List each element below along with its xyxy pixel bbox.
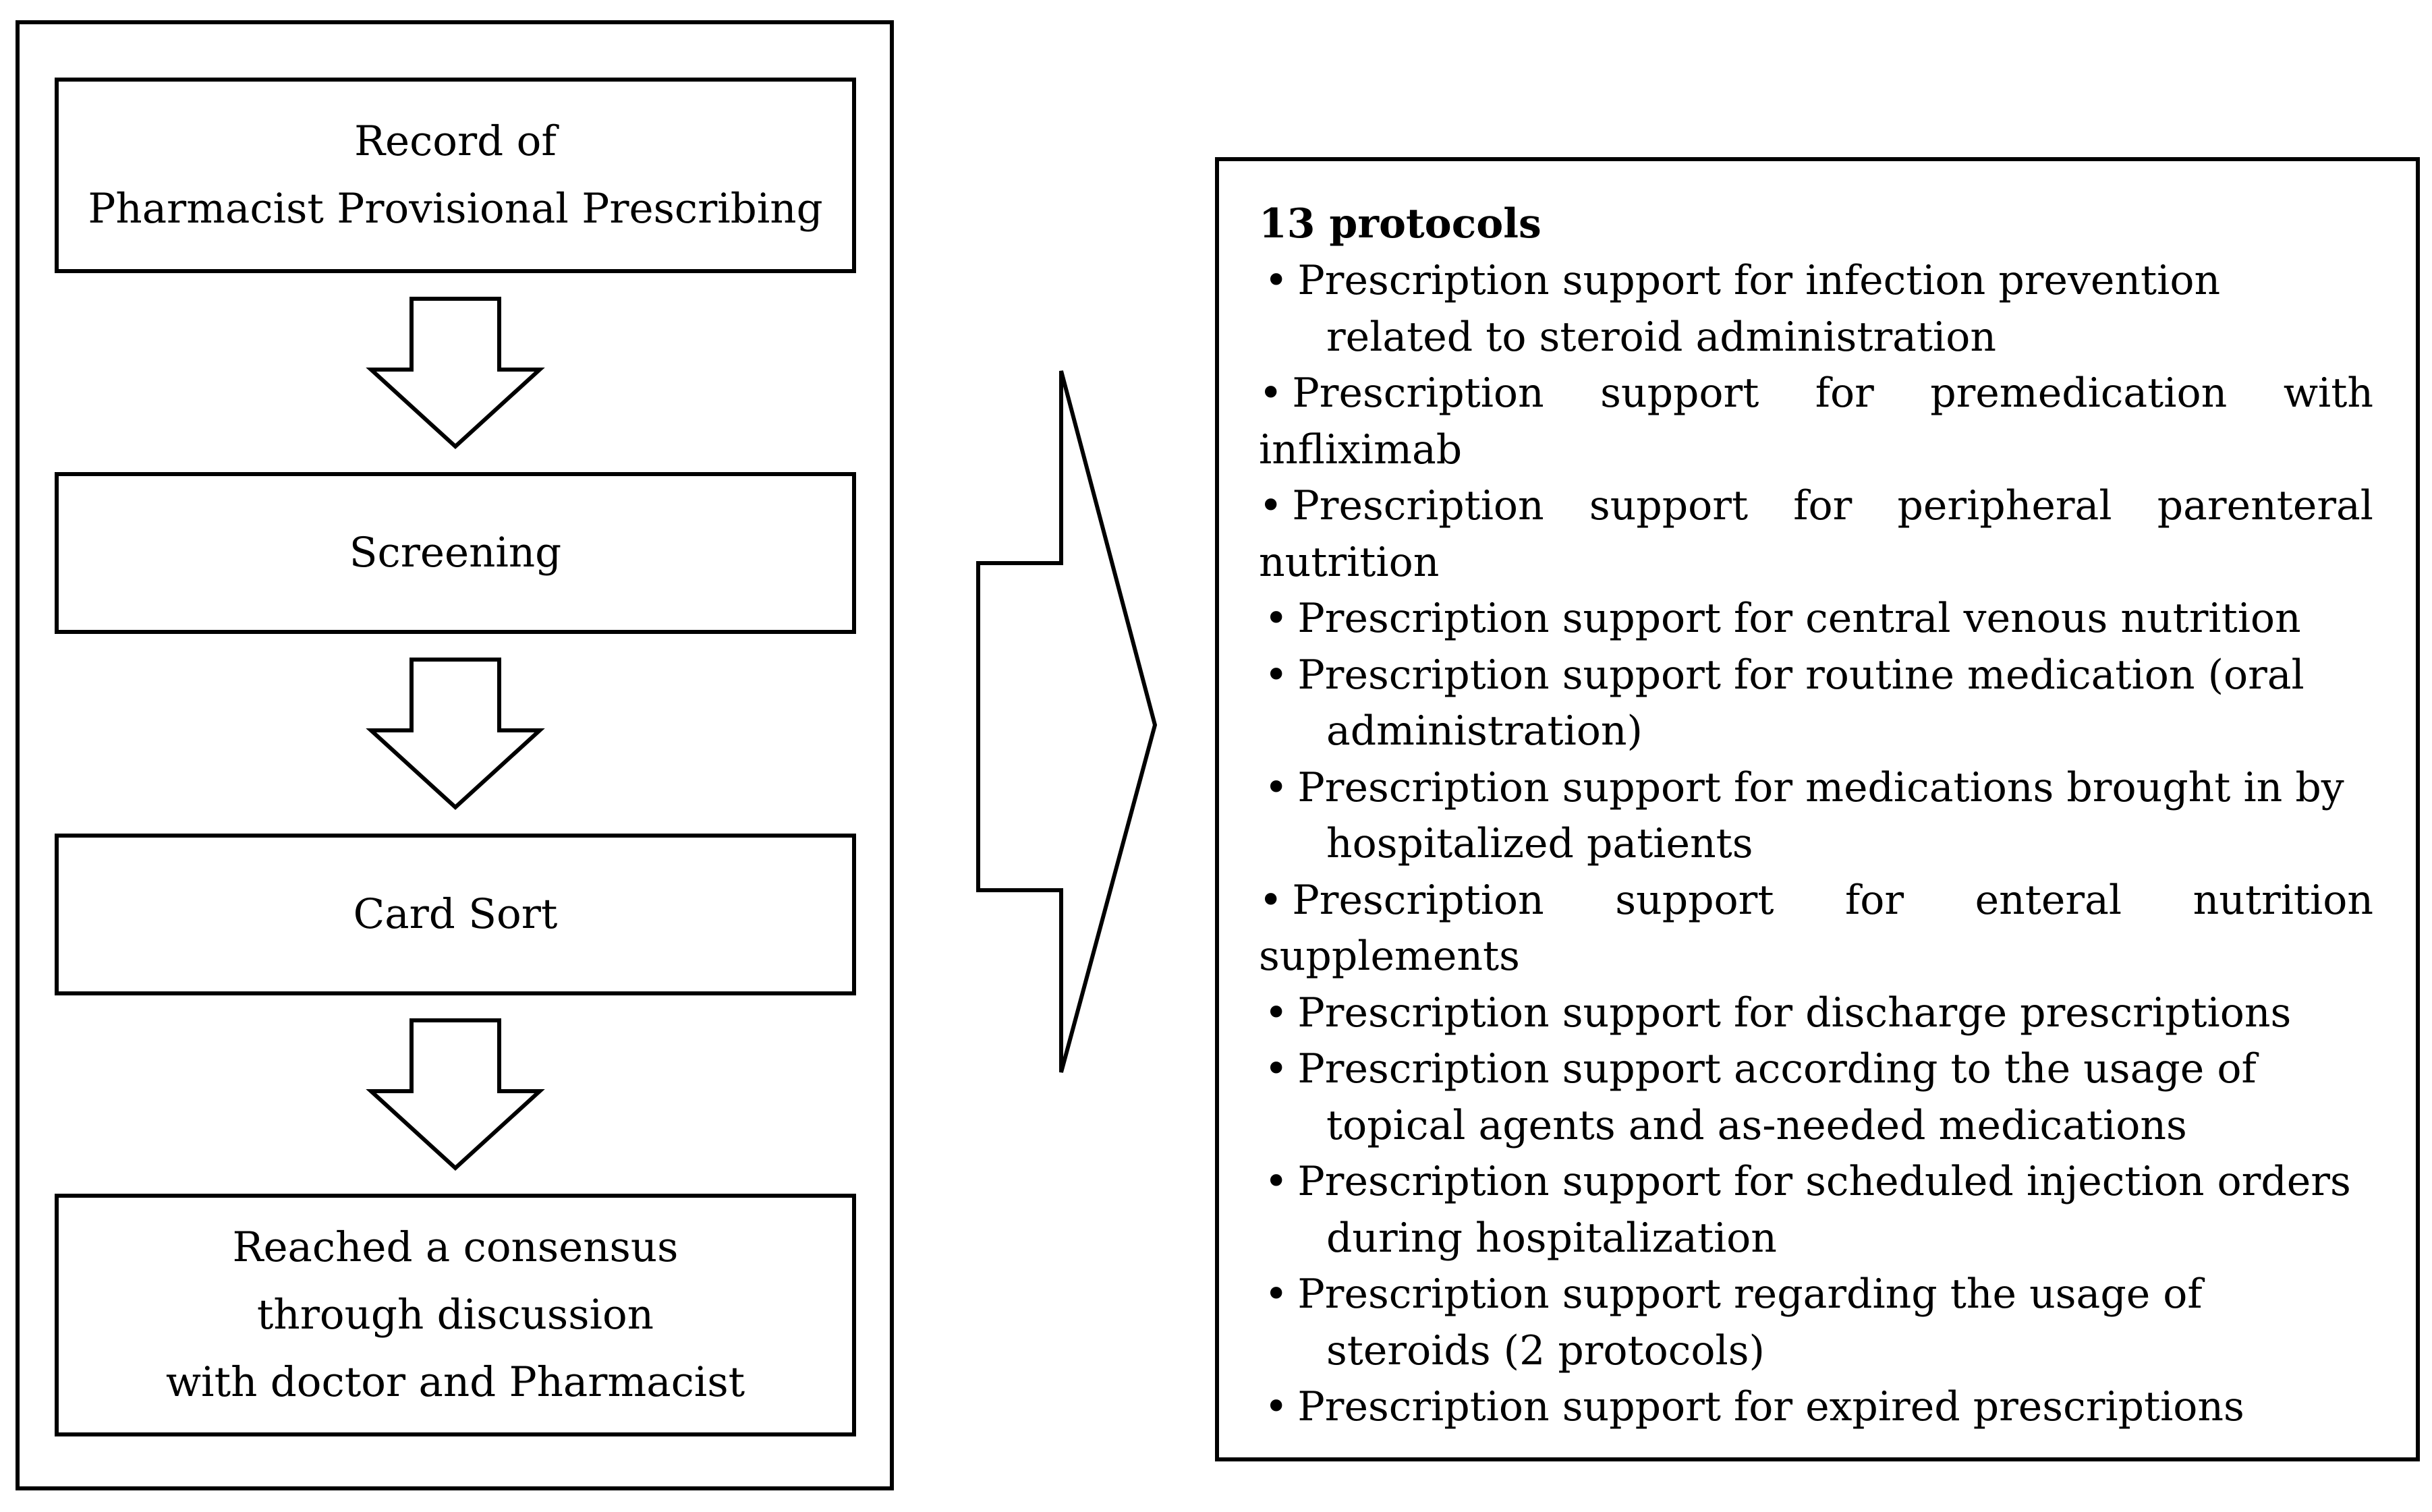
- step-card-sort-label: Card Sort: [353, 890, 558, 938]
- right-arrow: [976, 370, 1158, 1073]
- step-consensus-line1: Reached a consensus: [232, 1223, 679, 1271]
- protocol-item: •Prescription support for discharge pres…: [1264, 989, 2292, 1037]
- step-screening-label: Screening: [349, 529, 562, 577]
- protocols-title: 13 protocols: [1259, 200, 1542, 248]
- protocols-panel: [1215, 157, 2420, 1461]
- step-record-box: Record of Pharmacist Provisional Prescri…: [55, 78, 856, 273]
- step-record-line1: Record of: [354, 117, 557, 165]
- protocol-item: •Prescription support for peripheral par…: [1259, 482, 2373, 586]
- bullet-icon: •: [1264, 1045, 1289, 1093]
- step-screening-box: Screening: [55, 472, 856, 634]
- protocol-item: •Prescription support for enteral nutrit…: [1259, 876, 2373, 981]
- bullet-icon: •: [1264, 595, 1289, 642]
- protocol-item: •Prescription support for central venous…: [1264, 595, 2301, 642]
- protocol-item: •Prescription support regarding the usag…: [1264, 1271, 2203, 1374]
- bullet-icon: •: [1259, 370, 1283, 417]
- bullet-icon: •: [1264, 257, 1289, 304]
- step-card-sort-box: Card Sort: [55, 834, 856, 995]
- protocol-item: •Prescription support for scheduled inje…: [1264, 1158, 2351, 1262]
- down-arrow-2: [366, 658, 545, 811]
- down-arrow-1: [366, 297, 545, 450]
- step-consensus-line2: through discussion: [256, 1291, 654, 1339]
- bullet-icon: •: [1264, 989, 1289, 1037]
- bullet-icon: •: [1259, 876, 1283, 924]
- flow-panel: [16, 20, 894, 1490]
- bullet-icon: •: [1264, 1383, 1289, 1430]
- step-consensus-line3: with doctor and Pharmacist: [165, 1358, 745, 1406]
- protocol-item: •Prescription support for medications br…: [1264, 763, 2344, 868]
- protocol-item: •Prescription support for premedication …: [1259, 370, 2373, 473]
- protocol-item: •Prescription support according to the u…: [1264, 1045, 2257, 1149]
- bullet-icon: •: [1264, 651, 1289, 699]
- protocol-item: •Prescription support for expired prescr…: [1264, 1383, 2244, 1430]
- bullet-icon: •: [1264, 1271, 1289, 1318]
- step-consensus-box: Reached a consensus through discussion w…: [55, 1194, 856, 1436]
- protocols-list: •Prescription support for infection prev…: [1259, 253, 2373, 1436]
- bullet-icon: •: [1259, 482, 1283, 529]
- bullet-icon: •: [1264, 763, 1289, 811]
- down-arrow-3: [366, 1018, 545, 1171]
- bullet-icon: •: [1264, 1158, 1289, 1205]
- step-record-line2: Pharmacist Provisional Prescribing: [88, 185, 823, 233]
- protocol-item: •Prescription support for routine medica…: [1264, 651, 2304, 755]
- protocol-item: •Prescription support for infection prev…: [1264, 257, 2221, 361]
